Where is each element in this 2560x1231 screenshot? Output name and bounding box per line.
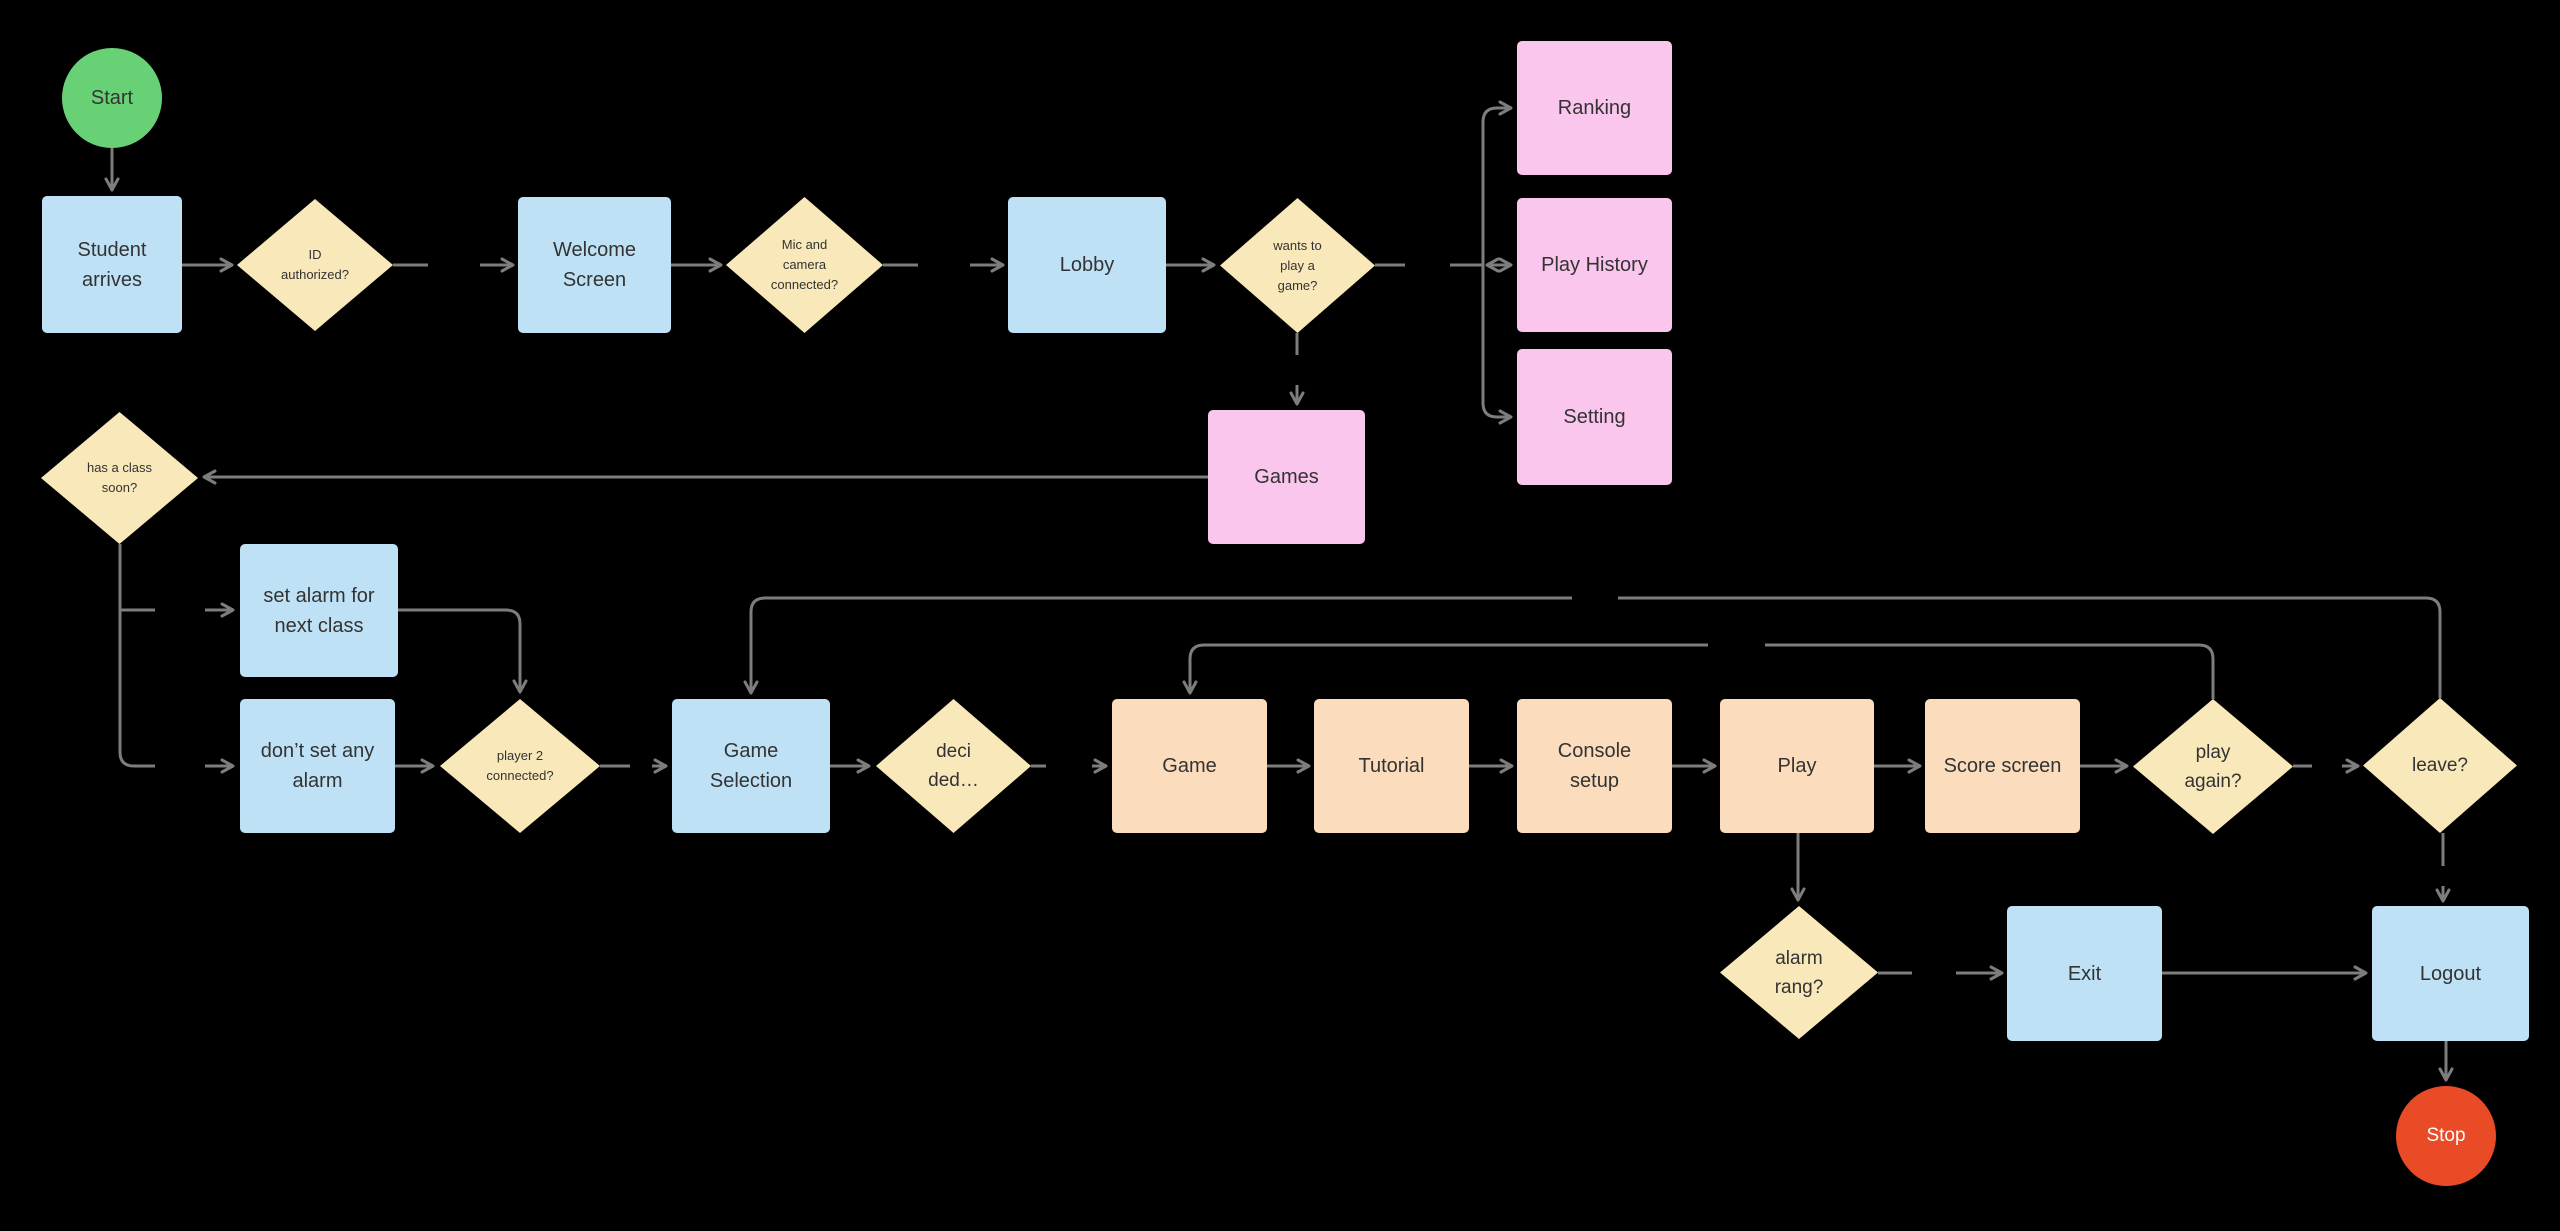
- node-label: Play: [1777, 755, 1817, 777]
- node-label: Play History: [1541, 254, 1648, 276]
- node-score-screen[interactable]: Score screen: [1925, 699, 2080, 833]
- node-label: Mic and camera connected?: [770, 237, 839, 292]
- node-exit[interactable]: Exit: [2007, 906, 2162, 1041]
- node-label: Logout: [2419, 962, 2482, 985]
- node-label: Stop: [2426, 1125, 2466, 1146]
- node-label: has a class soon?: [86, 460, 153, 495]
- node-label: Setting: [1563, 406, 1626, 428]
- node-dont-set-alarm[interactable]: don’t set any alarm: [240, 699, 395, 833]
- edge-hasclass-setalarm: [118, 544, 233, 610]
- edge-leave-loop-gamesel: [751, 596, 2442, 698]
- node-label: Start: [90, 87, 134, 109]
- node-games[interactable]: Games: [1208, 410, 1365, 544]
- node-label: Lobby: [1059, 254, 1115, 276]
- node-label: don’t set any alarm: [260, 740, 375, 792]
- node-welcome-screen[interactable]: Welcome Screen: [518, 197, 671, 333]
- edge-junction-setting: [1481, 265, 1513, 425]
- node-label: leave?: [2412, 755, 2468, 776]
- edge-hasclass-dontset: [118, 610, 233, 766]
- node-logout[interactable]: Logout: [2372, 906, 2529, 1041]
- node-label: set alarm for next class: [263, 584, 375, 637]
- edge-playagain-loop-game: [1190, 643, 2215, 699]
- node-label: Games: [1254, 466, 1319, 488]
- node-label: Exit: [2067, 962, 2102, 985]
- node-set-alarm[interactable]: set alarm for next class: [240, 544, 398, 677]
- edge-junction-ranking: [1481, 100, 1513, 265]
- node-label: Student arrives: [77, 238, 147, 291]
- node-console-setup[interactable]: Console setup: [1517, 699, 1672, 833]
- node-play-history[interactable]: Play History: [1517, 198, 1672, 332]
- node-stop[interactable]: Stop: [2396, 1086, 2496, 1186]
- node-label: Game Selection: [709, 740, 793, 792]
- node-lobby[interactable]: Lobby: [1008, 197, 1166, 333]
- node-label: Console setup: [1557, 740, 1632, 792]
- node-game-selection[interactable]: Game Selection: [672, 699, 830, 833]
- node-label: deci ded…: [928, 741, 979, 791]
- node-label: Game: [1162, 755, 1217, 777]
- node-play[interactable]: Play: [1720, 699, 1874, 833]
- node-label: Score screen: [1943, 755, 2062, 777]
- node-ranking[interactable]: Ranking: [1517, 41, 1672, 175]
- node-start[interactable]: Start: [62, 48, 162, 148]
- node-label: Tutorial: [1358, 755, 1425, 777]
- node-setting[interactable]: Setting: [1517, 349, 1672, 485]
- node-label: player 2 connected?: [486, 748, 554, 783]
- edge-setalarm-player2: [398, 608, 528, 694]
- node-label: alarm rang?: [1774, 947, 1824, 998]
- node-label: Welcome Screen: [553, 239, 636, 291]
- node-label: Ranking: [1557, 97, 1632, 119]
- node-label: wants to play a game?: [1273, 237, 1322, 293]
- node-tutorial[interactable]: Tutorial: [1314, 699, 1469, 833]
- node-label: ID authorized?: [281, 247, 349, 282]
- node-label: play again?: [2184, 741, 2242, 792]
- node-student-arrives[interactable]: Student arrives: [42, 196, 182, 333]
- node-game[interactable]: Game: [1112, 699, 1267, 833]
